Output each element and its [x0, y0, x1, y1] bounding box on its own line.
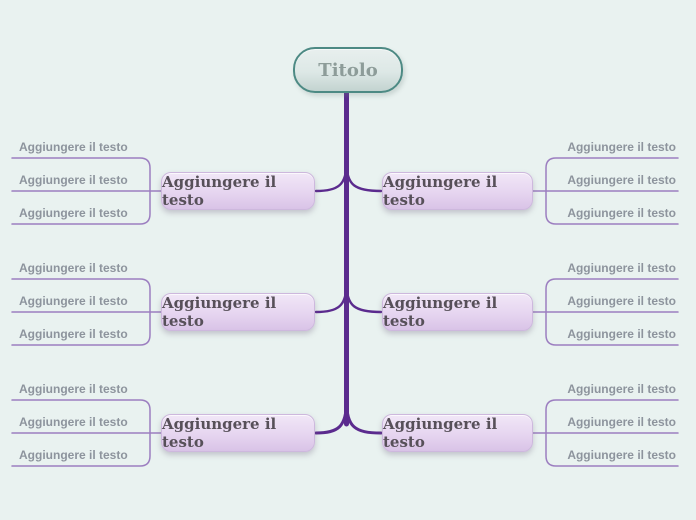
branch-node-left-middle[interactable]: Aggiungere il testo [161, 293, 315, 331]
branch-node-left-top[interactable]: Aggiungere il testo [161, 172, 315, 210]
leaf-label[interactable]: Aggiungere il testo [19, 327, 128, 341]
branch-node-right-top[interactable]: Aggiungere il testo [382, 172, 533, 210]
leaf-label[interactable]: Aggiungere il testo [19, 173, 128, 187]
leaf-label[interactable]: Aggiungere il testo [19, 140, 128, 154]
leaf-label[interactable]: Aggiungere il testo [567, 173, 676, 187]
leaf-label[interactable]: Aggiungere il testo [19, 294, 128, 308]
leaf-label[interactable]: Aggiungere il testo [567, 261, 676, 275]
leaf-label[interactable]: Aggiungere il testo [567, 206, 676, 220]
central-topic-node[interactable]: Titolo [293, 47, 403, 93]
leaf-label[interactable]: Aggiungere il testo [19, 415, 128, 429]
leaf-label[interactable]: Aggiungere il testo [567, 382, 676, 396]
branch-node-left-bottom[interactable]: Aggiungere il testo [161, 414, 315, 452]
leaf-label[interactable]: Aggiungere il testo [19, 448, 128, 462]
leaf-label[interactable]: Aggiungere il testo [567, 448, 676, 462]
branch-curve-left-bottom [314, 399, 348, 435]
branch-node-right-bottom[interactable]: Aggiungere il testo [382, 414, 533, 452]
branch-curve-right-middle [345, 282, 383, 314]
branch-curve-left-top [314, 161, 348, 193]
leaf-label[interactable]: Aggiungere il testo [567, 294, 676, 308]
leaf-label[interactable]: Aggiungere il testo [567, 327, 676, 341]
leaf-label[interactable]: Aggiungere il testo [567, 140, 676, 154]
branch-curve-right-bottom [345, 399, 383, 435]
branch-curve-left-middle [314, 282, 348, 314]
branch-node-right-middle[interactable]: Aggiungere il testo [382, 293, 533, 331]
branch-curve-right-top [345, 161, 383, 193]
leaf-label[interactable]: Aggiungere il testo [567, 415, 676, 429]
leaf-label[interactable]: Aggiungere il testo [19, 261, 128, 275]
leaf-label[interactable]: Aggiungere il testo [19, 382, 128, 396]
leaf-label[interactable]: Aggiungere il testo [19, 206, 128, 220]
